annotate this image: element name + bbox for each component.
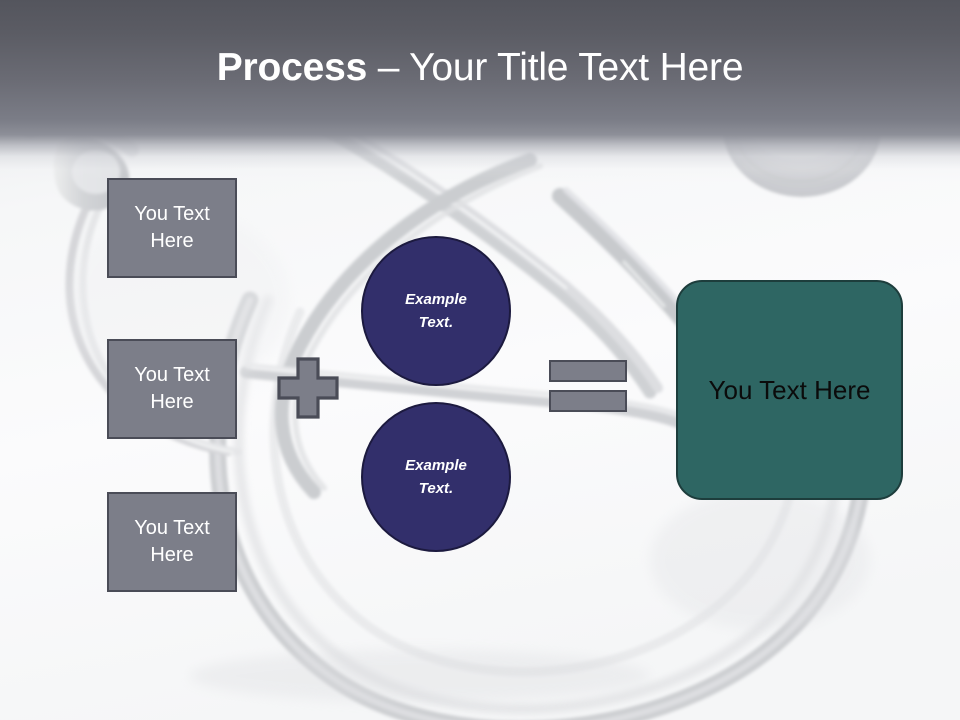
example-circle-2-line1: Example — [405, 457, 467, 474]
input-box-3[interactable]: You Text Here — [107, 492, 237, 592]
plus-icon — [277, 357, 339, 419]
equals-icon — [549, 360, 627, 412]
page-title-separator: – — [367, 46, 410, 89]
example-circle-2[interactable]: Example Text. — [361, 402, 511, 552]
example-circle-1-line1: Example — [405, 291, 467, 308]
equals-bar-bottom — [549, 390, 627, 412]
page-title-rest: Your Title Text Here — [409, 46, 744, 89]
page-title: Process – Your Title Text Here — [0, 44, 960, 92]
example-circle-2-line2: Text. — [418, 480, 454, 497]
example-circle-1[interactable]: Example Text. — [361, 236, 511, 386]
input-box-2[interactable]: You Text Here — [107, 339, 237, 439]
equals-bar-top — [549, 360, 627, 382]
result-box[interactable]: You Text Here — [676, 280, 903, 500]
page-title-bold: Process — [216, 46, 368, 89]
input-box-1[interactable]: You Text Here — [107, 178, 237, 278]
example-circle-1-line2: Text. — [418, 314, 454, 331]
